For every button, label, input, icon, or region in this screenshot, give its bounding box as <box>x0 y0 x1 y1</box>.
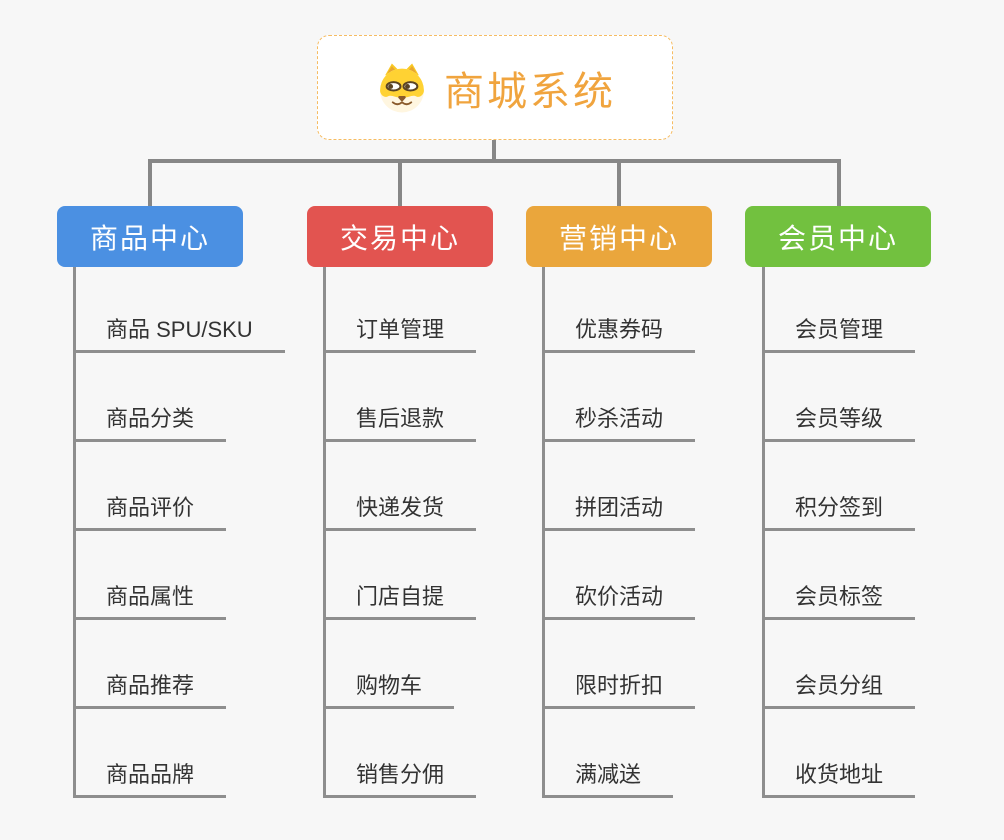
leaf-node[interactable]: 购物车 <box>326 668 455 709</box>
leaf-node[interactable]: 优惠券码 <box>545 312 696 353</box>
leaf-row: 会员管理 <box>765 264 916 353</box>
leaf-node[interactable]: 收货地址 <box>765 757 916 798</box>
leaf-row: 购物车 <box>326 620 476 709</box>
connector-drop-4 <box>837 159 841 207</box>
leaf-group-trade: 订单管理 售后退款 快递发货 门店自提 购物车 销售分佣 <box>323 264 477 798</box>
leaf-node[interactable]: 秒杀活动 <box>545 401 696 442</box>
branch-trade-center[interactable]: 交易中心 <box>307 206 493 267</box>
leaf-node[interactable]: 拼团活动 <box>545 490 696 531</box>
leaf-node[interactable]: 积分签到 <box>765 490 916 531</box>
leaf-row: 秒杀活动 <box>545 353 696 442</box>
leaf-node[interactable]: 限时折扣 <box>545 668 696 709</box>
branch-label: 商品中心 <box>89 222 210 254</box>
root-title: 商城系统 <box>444 69 616 114</box>
leaf-row: 售后退款 <box>326 353 477 442</box>
leaf-row: 快递发货 <box>326 442 477 531</box>
branch-product-center[interactable]: 商品中心 <box>57 206 243 267</box>
leaf-node[interactable]: 满减送 <box>545 757 674 798</box>
leaf-node[interactable]: 会员分组 <box>765 668 916 709</box>
leaf-row: 商品 SPU/SKU <box>76 264 285 353</box>
connector-drop-2 <box>398 159 402 207</box>
leaf-row: 商品属性 <box>76 531 285 620</box>
leaf-row: 积分签到 <box>765 442 916 531</box>
branch-marketing-center[interactable]: 营销中心 <box>526 206 712 267</box>
leaf-node[interactable]: 订单管理 <box>326 312 477 353</box>
leaf-node[interactable]: 商品推荐 <box>76 668 227 709</box>
leaf-node[interactable]: 商品评价 <box>76 490 227 531</box>
leaf-row: 会员分组 <box>765 620 916 709</box>
leaf-node[interactable]: 会员标签 <box>765 579 916 620</box>
leaf-group-product: 商品 SPU/SKU 商品分类 商品评价 商品属性 商品推荐 商品品牌 <box>73 264 285 798</box>
leaf-node[interactable]: 商品 SPU/SKU <box>76 312 285 353</box>
leaf-node[interactable]: 商品分类 <box>76 401 227 442</box>
leaf-node[interactable]: 商品品牌 <box>76 757 227 798</box>
leaf-row: 拼团活动 <box>545 442 696 531</box>
leaf-node[interactable]: 售后退款 <box>326 401 477 442</box>
branch-label: 会员中心 <box>777 222 898 254</box>
leaf-row: 优惠券码 <box>545 264 696 353</box>
branch-member-center[interactable]: 会员中心 <box>745 206 931 267</box>
connector-horizontal <box>148 159 841 163</box>
leaf-group-member: 会员管理 会员等级 积分签到 会员标签 会员分组 收货地址 <box>762 264 916 798</box>
branch-label: 交易中心 <box>339 222 460 254</box>
dog-face-icon <box>380 63 424 112</box>
leaf-row: 商品评价 <box>76 442 285 531</box>
connector-drop-1 <box>148 159 152 207</box>
root-node[interactable]: 商城系统 <box>317 35 673 140</box>
leaf-node[interactable]: 快递发货 <box>326 490 477 531</box>
leaf-node[interactable]: 会员等级 <box>765 401 916 442</box>
leaf-row: 商品推荐 <box>76 620 285 709</box>
leaf-node[interactable]: 销售分佣 <box>326 757 477 798</box>
leaf-row: 商品品牌 <box>76 709 285 798</box>
leaf-row: 满减送 <box>545 709 695 798</box>
leaf-row: 限时折扣 <box>545 620 696 709</box>
leaf-node[interactable]: 砍价活动 <box>545 579 696 620</box>
leaf-group-marketing: 优惠券码 秒杀活动 拼团活动 砍价活动 限时折扣 满减送 <box>542 264 696 798</box>
leaf-node[interactable]: 会员管理 <box>765 312 916 353</box>
leaf-row: 砍价活动 <box>545 531 696 620</box>
leaf-row: 会员等级 <box>765 353 916 442</box>
leaf-row: 商品分类 <box>76 353 285 442</box>
connector-root-stem <box>492 139 496 161</box>
leaf-row: 门店自提 <box>326 531 477 620</box>
branch-label: 营销中心 <box>558 222 679 254</box>
leaf-row: 销售分佣 <box>326 709 477 798</box>
leaf-node[interactable]: 门店自提 <box>326 579 477 620</box>
connector-drop-3 <box>617 159 621 207</box>
leaf-row: 收货地址 <box>765 709 916 798</box>
leaf-row: 订单管理 <box>326 264 477 353</box>
leaf-node[interactable]: 商品属性 <box>76 579 227 620</box>
leaf-row: 会员标签 <box>765 531 916 620</box>
